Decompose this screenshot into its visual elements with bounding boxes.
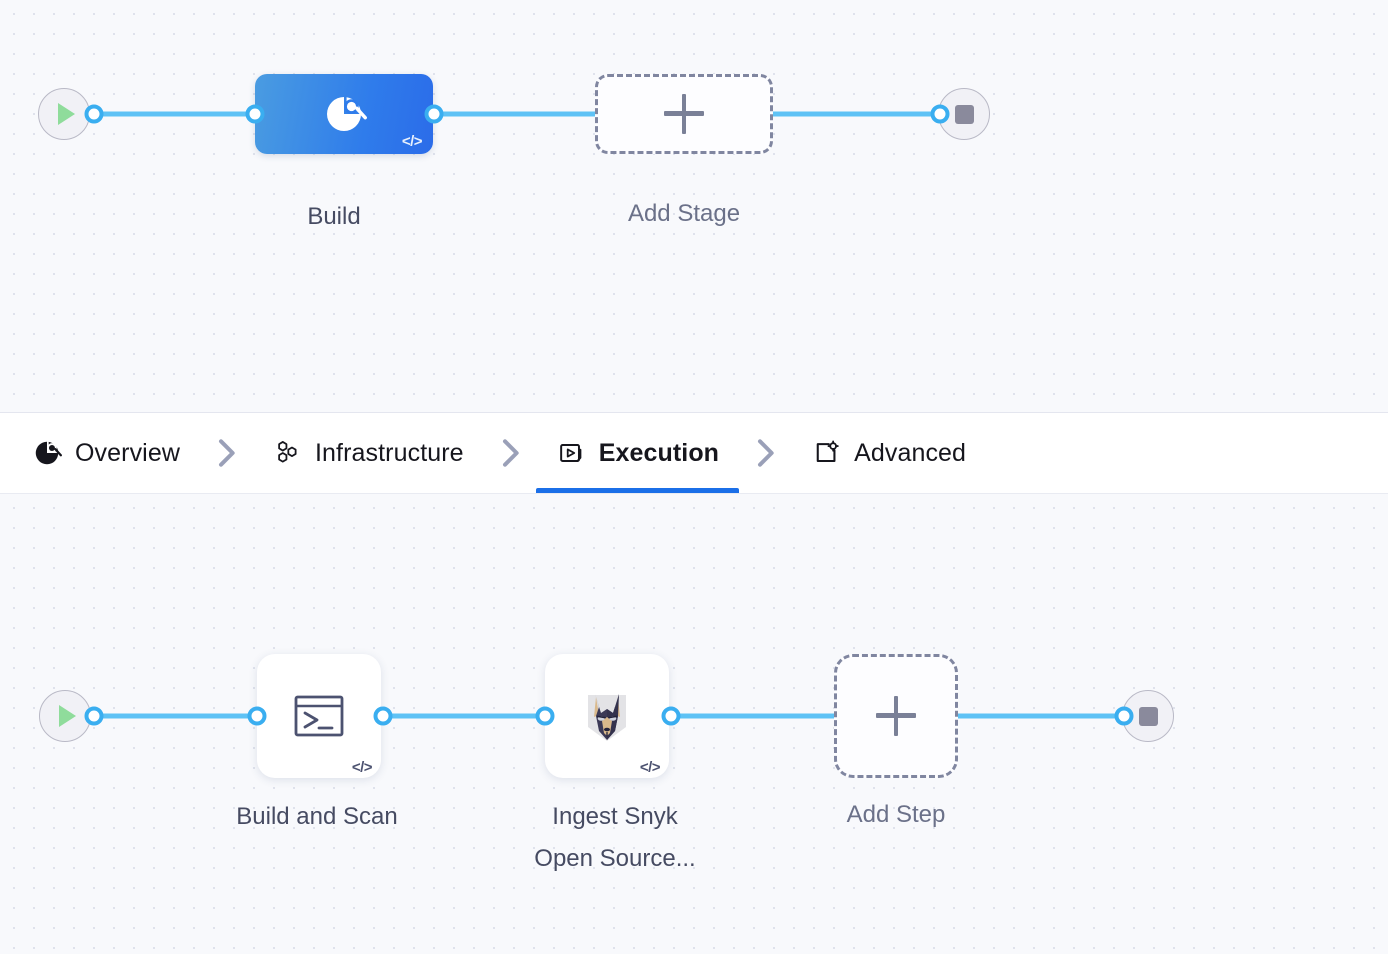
stage-connector-dot-start[interactable] <box>84 104 104 124</box>
pipeline-start-node[interactable] <box>38 88 90 140</box>
stage-wire-start <box>65 111 260 117</box>
step-canvas[interactable]: </> </> <box>0 494 1388 954</box>
tab-execution-label: Execution <box>598 438 720 467</box>
build-pie-icon <box>327 97 367 131</box>
chevron-right-icon <box>219 439 235 467</box>
tab-execution[interactable]: Execution <box>535 413 740 493</box>
code-badge: </> <box>639 759 661 776</box>
hexagons-icon <box>278 441 297 463</box>
add-stage-label: Add Stage <box>627 200 741 227</box>
stage-connector-dot-build-in[interactable] <box>245 104 265 124</box>
step-node-build-and-scan-label: Build and Scan <box>236 803 398 830</box>
code-badge: </> <box>401 133 423 150</box>
stage-node-build[interactable]: </> <box>255 74 433 154</box>
stop-icon <box>954 104 974 124</box>
stage-node-build-label: Build <box>307 203 361 230</box>
step-connector-dot-start[interactable] <box>84 706 104 726</box>
step-connector-dot-1-out[interactable] <box>373 706 393 726</box>
pipeline-end-node[interactable] <box>938 88 990 140</box>
step-node-ingest-snyk-label: Ingest Snyk Open Source... <box>534 803 696 872</box>
terminal-icon <box>294 695 344 737</box>
step-node-ingest-snyk-open-source[interactable]: </> <box>545 654 669 778</box>
step-connector-dot-2-out[interactable] <box>661 706 681 726</box>
step-wire-start <box>66 713 266 719</box>
execution-start-node[interactable] <box>39 690 91 742</box>
tab-advanced[interactable]: Advanced <box>807 413 970 493</box>
play-icon <box>58 103 75 125</box>
execution-play-icon <box>559 444 582 462</box>
step-node-build-and-scan[interactable]: </> <box>257 654 381 778</box>
stage-config-tabs: Overview Infrastructure <box>0 412 1388 494</box>
tab-overview[interactable]: Overview <box>28 413 184 493</box>
step-connector-dot-end[interactable] <box>1114 706 1134 726</box>
plus-icon <box>664 94 704 134</box>
tab-infrastructure-label: Infrastructure <box>315 438 464 467</box>
play-icon <box>59 705 76 727</box>
stage-wire-add-to-end <box>765 111 945 117</box>
stage-connector-dot-end[interactable] <box>930 104 950 124</box>
add-step-label: Add Step <box>846 801 946 828</box>
chevron-right-icon <box>502 439 519 467</box>
chevron-right-icon <box>758 439 774 467</box>
step-wire-add-to-end <box>955 713 1130 719</box>
overview-pie-icon <box>35 441 62 465</box>
tab-overview-label: Overview <box>75 438 180 467</box>
snyk-doberman-icon <box>588 694 626 741</box>
frame-gear-icon <box>816 440 839 462</box>
code-badge: </> <box>351 759 373 776</box>
tab-advanced-label: Advanced <box>854 438 967 467</box>
step-connector-dot-2-in[interactable] <box>535 706 555 726</box>
step-connector-dot-1-in[interactable] <box>247 706 267 726</box>
add-stage-button[interactable] <box>595 74 773 154</box>
stage-wire-build-to-add <box>430 111 610 117</box>
plus-icon <box>876 696 916 736</box>
stage-connector-dot-build-out[interactable] <box>424 104 444 124</box>
tab-infrastructure[interactable]: Infrastructure <box>268 413 468 493</box>
stop-icon <box>1138 706 1158 726</box>
add-step-button[interactable] <box>834 654 958 778</box>
stage-canvas[interactable]: </> Build Add Stage <box>0 0 1388 412</box>
step-wire-1-to-2 <box>380 713 550 719</box>
step-wire-2-to-add <box>668 713 843 719</box>
